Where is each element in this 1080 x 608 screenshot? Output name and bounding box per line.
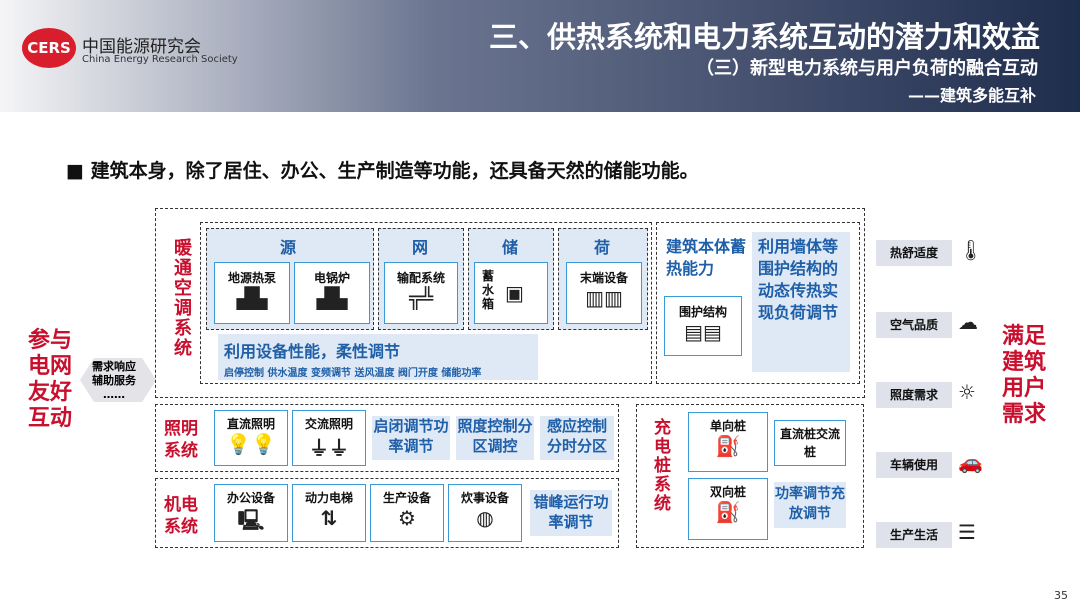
service-ancillary: 辅助服务 <box>92 374 136 387</box>
computer-icon: 🖳 <box>237 508 265 532</box>
production-equipment-label: 生产设备 <box>382 491 431 505</box>
storage-tank-card: 蓄水箱 ▣ <box>474 262 548 324</box>
service-demand-response: 需求响应 <box>92 360 136 373</box>
dc-ac-pile-card: 直流桩交流桩 <box>774 420 846 466</box>
hvac-label: 暖通空调系统 <box>171 238 192 358</box>
ac-lighting-label: 交流照明 <box>304 417 353 431</box>
need-air-quality: 空气品质 <box>876 312 952 338</box>
one-way-pile-label: 单向桩 <box>709 419 746 433</box>
cers-logo: CERS <box>22 28 76 68</box>
charging-pile-icon-2: ⛽ <box>715 500 741 524</box>
one-way-pile-card: 单向桩 ⛽ <box>688 412 768 472</box>
network-header: 网 <box>412 238 429 257</box>
mechanical-box <box>155 478 619 548</box>
page-subtitle: （三）新型电力系统与用户负荷的融合互动 <box>696 58 1038 79</box>
ground-heat-pump-label: 地源热泵 <box>227 271 276 285</box>
elevator-label: 动力电梯 <box>304 491 353 505</box>
load-header: 荷 <box>594 238 611 257</box>
user-needs-label: 满足建筑用户需求 <box>1002 324 1047 427</box>
lighting-label: 照明系统 <box>164 419 198 461</box>
bullet-text: ■ 建筑本身，除了居住、办公、生产制造等功能，还具备天然的储能功能。 <box>66 160 699 182</box>
elevator-card: 动力电梯 ⇅ <box>292 484 366 542</box>
charging-description: 功率调节充放调节 <box>774 482 846 528</box>
flex-regulation-title: 利用设备性能，柔性调节 <box>224 342 401 361</box>
distribution-card: 输配系统 ╦╩ <box>384 262 458 324</box>
dc-lighting-label: 直流照明 <box>226 417 275 431</box>
boiler-icon: ▟▙ <box>316 286 348 310</box>
mechanical-label: 机电系统 <box>164 495 198 537</box>
thermometer-icon: 🌡 <box>958 238 984 262</box>
production-equipment-card: 生产设备 ⚙ <box>370 484 444 542</box>
service-more: …… <box>103 388 125 401</box>
org-name-en: China Energy Research Society <box>82 54 238 65</box>
ceiling-lamp-icon: ⏚⏚ <box>309 436 349 460</box>
need-thermal-comfort: 热舒适度 <box>876 240 952 266</box>
cooker-icon: ◍ <box>476 506 494 530</box>
grid-interaction-label: 参与电网友好互动 <box>28 328 73 431</box>
kitchen-equipment-card: 炊事设备 ◍ <box>448 484 522 542</box>
page-number: 35 <box>1054 589 1068 602</box>
left-arrow-body <box>94 358 142 402</box>
elevator-icon: ⇅ <box>320 506 338 530</box>
hvac-box <box>155 208 865 398</box>
machine-icon: ⚙ <box>398 506 416 530</box>
ground-heat-pump-card: 地源热泵 ▟▙ <box>214 262 290 324</box>
pipe-icon: ╦╩ <box>408 286 434 310</box>
car-icon: 🚗 <box>958 450 983 474</box>
storage-header: 储 <box>502 238 519 257</box>
sun-icon: ☼ <box>958 380 976 404</box>
building-storage-title: 建筑本体蓄热能力 <box>666 237 747 278</box>
brick-wall-icon: ▤▤ <box>684 320 722 344</box>
envelope-label: 围护结构 <box>678 305 727 319</box>
office-equipment-card: 办公设备 🖳 <box>214 484 288 542</box>
need-vehicle: 车辆使用 <box>876 452 952 478</box>
charging-label: 充电桩系统 <box>650 418 670 513</box>
two-way-pile-card: 双向桩 ⛽ <box>688 478 768 540</box>
envelope-card: 围护结构 ▤▤ <box>664 296 742 356</box>
storage-tank-label: 蓄水箱 <box>481 269 494 311</box>
grid-service-list: 需求响应 辅助服务 …… <box>84 360 144 402</box>
left-arrow-head <box>80 358 94 402</box>
terminal-card: 末端设备 ▥▥ <box>566 262 642 324</box>
office-equipment-label: 办公设备 <box>226 491 275 505</box>
factory-icon: ▟▙ <box>236 286 268 310</box>
ac-lighting-card: 交流照明 ⏚⏚ <box>292 410 366 466</box>
org-name-cn: 中国能源研究会 <box>82 37 201 57</box>
terminal-label: 末端设备 <box>579 271 628 285</box>
mechanical-description: 错峰运行功率调节 <box>530 490 612 536</box>
electric-boiler-card: 电锅炉 ▟▙ <box>294 262 370 324</box>
charging-box <box>636 404 864 548</box>
page-title: 三、供热系统和电力系统互动的潜力和效益 <box>488 20 1040 54</box>
lighting-control-2: 照度控制分区调控 <box>456 416 534 460</box>
header-banner <box>0 0 1080 112</box>
need-illumination: 照度需求 <box>876 382 952 408</box>
tank-icon: ▣ <box>505 281 524 305</box>
envelope-description: 利用墙体等围护结构的动态传热实现负荷调节 <box>752 232 850 372</box>
lighting-box <box>155 404 619 472</box>
hvac-inner-box <box>200 222 652 384</box>
kitchen-equipment-label: 炊事设备 <box>460 491 509 505</box>
flex-regulation-box: 利用设备性能，柔性调节 启停控制 供水温度 变频调节 送风温度 阀门开度 储能功… <box>218 334 538 380</box>
bulb-icon: 💡💡 <box>226 432 276 456</box>
flex-regulation-desc: 启停控制 供水温度 变频调节 送风温度 阀门开度 储能功率 <box>224 368 482 379</box>
bullet-text-content: 建筑本身，除了居住、办公、生产制造等功能，还具备天然的储能功能。 <box>90 160 699 182</box>
two-way-pile-label: 双向桩 <box>709 485 746 499</box>
electric-boiler-label: 电锅炉 <box>313 271 350 285</box>
air-cloud-icon: ☁ <box>958 310 978 334</box>
dc-lighting-card: 直流照明 💡💡 <box>214 410 288 466</box>
list-circle-icon: ☰ <box>958 520 976 544</box>
lighting-control-1: 启闭调节功率调节 <box>372 416 450 460</box>
charging-pile-icon: ⛽ <box>715 434 741 458</box>
radiator-icon: ▥▥ <box>585 286 623 310</box>
source-header: 源 <box>280 238 297 257</box>
distribution-label: 输配系统 <box>396 271 445 285</box>
lighting-control-3: 感应控制分时分区 <box>540 416 614 460</box>
page-subsubtitle: ——建筑多能互补 <box>907 86 1036 105</box>
building-storage-box <box>656 222 860 384</box>
need-daily-life: 生产生活 <box>876 522 952 548</box>
right-arrow-head <box>142 358 156 402</box>
